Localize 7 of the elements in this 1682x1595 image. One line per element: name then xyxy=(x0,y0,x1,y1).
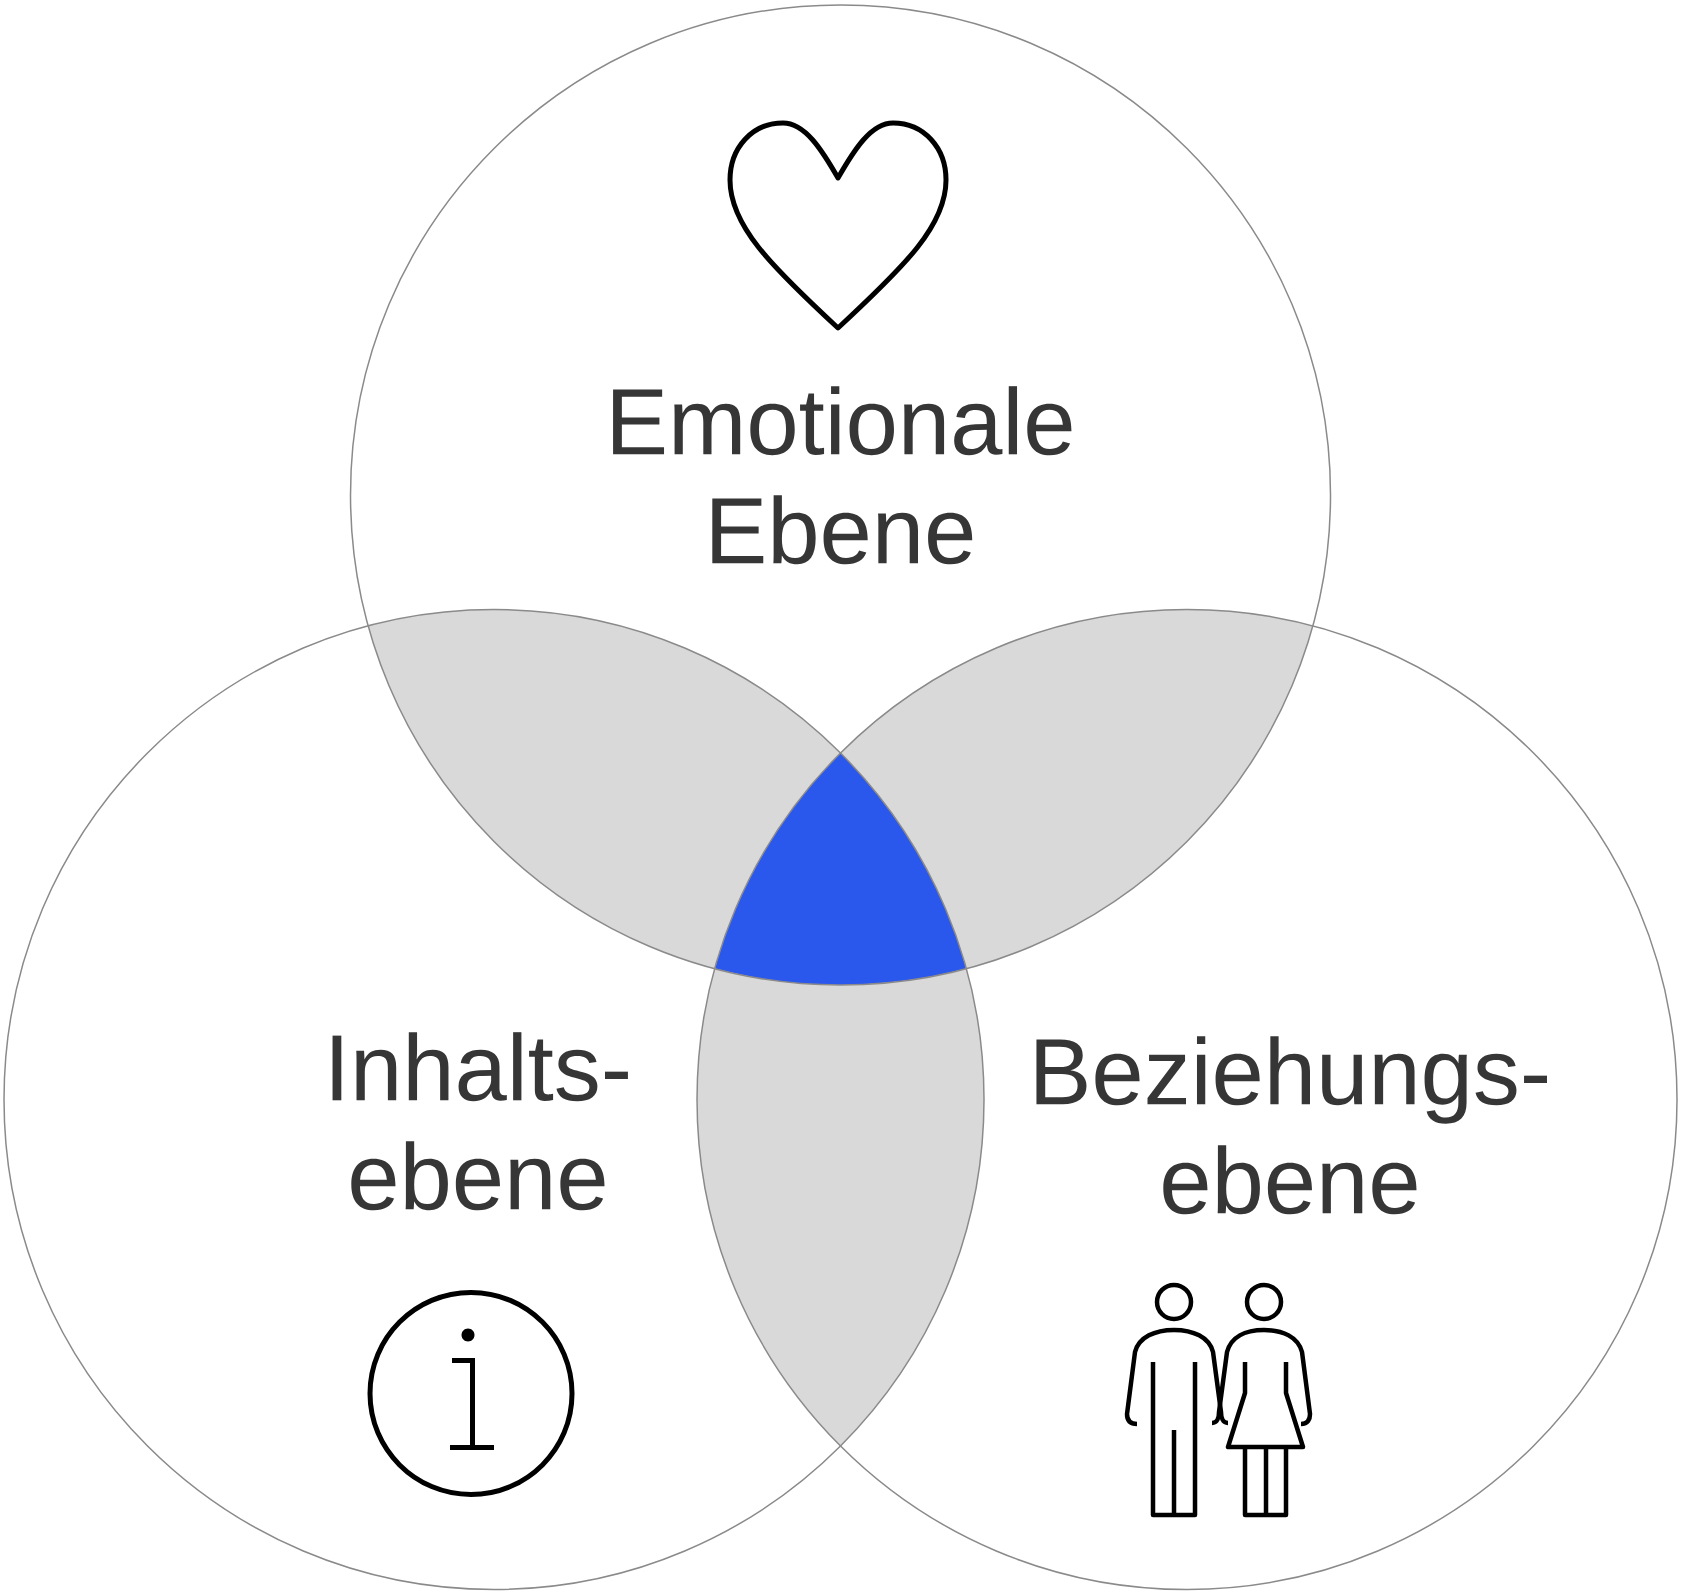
center-region xyxy=(714,753,967,985)
overlap-region xyxy=(840,609,1313,969)
venn-label: Emotionale Ebene xyxy=(613,386,1072,565)
venn-label: Beziehungs- ebene xyxy=(1036,1036,1547,1215)
overlap-region xyxy=(697,968,984,1446)
overlap-region xyxy=(368,609,841,969)
venn-label: Inhalts- ebene xyxy=(332,1032,628,1211)
